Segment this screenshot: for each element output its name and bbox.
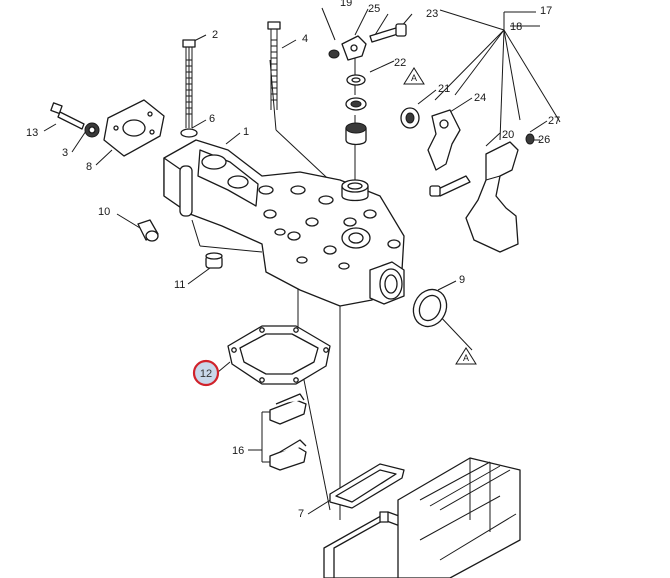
actuator-body [323, 457, 521, 578]
small-bolt-part-13 [50, 102, 85, 130]
callout-1: 1 [243, 126, 249, 138]
reference-marker-top-label: A [411, 73, 417, 83]
arm-part-27 [465, 141, 519, 253]
callout-18: 18 [510, 21, 522, 33]
leader-lines [43, 7, 561, 520]
pin-part-19 [328, 49, 340, 59]
valve-housing-part-1 [163, 139, 405, 307]
callout-19: 19 [340, 0, 352, 9]
highlighted-callout-12[interactable]: 12 [192, 359, 220, 387]
callout-7: 7 [298, 508, 304, 520]
bushing-upper [345, 97, 367, 111]
callout-13: 13 [26, 127, 38, 139]
callout-26: 26 [538, 134, 550, 146]
callout-16: 16 [232, 445, 244, 457]
callout-20: 20 [502, 129, 514, 141]
clip-parts-16 [269, 393, 307, 471]
callout-3: 3 [62, 147, 68, 159]
plug-part-10 [137, 219, 159, 242]
lever-part-25 [341, 35, 367, 61]
callout-2: 2 [212, 29, 218, 41]
callout-23: 23 [426, 8, 438, 20]
callout-9: 9 [459, 274, 465, 286]
callout-6: 6 [209, 113, 215, 125]
bolt-part-20 [429, 175, 471, 197]
callout-11: 11 [174, 279, 185, 291]
bolt-part-2 [182, 39, 196, 128]
bushing-lower [345, 122, 367, 146]
lower-gasket-part-7 [329, 463, 405, 509]
cap-part-11 [205, 252, 223, 269]
screw-part-23 [369, 23, 407, 43]
callout-21: 21 [438, 83, 450, 95]
callout-10: 10 [98, 206, 110, 218]
callout-22: 22 [394, 57, 406, 69]
callout-24: 24 [474, 92, 486, 104]
highlighted-callout-12-label: 12 [200, 368, 212, 380]
ring-part-21 [400, 107, 420, 129]
bolt-part-4 [267, 21, 281, 110]
washer-part-26 [525, 133, 535, 145]
gasket-part-12 [227, 325, 331, 385]
seal-ring-part-9 [412, 288, 448, 328]
callout-17: 17 [540, 5, 552, 17]
callout-8: 8 [86, 161, 92, 173]
callout-labels: 1 2 3 4 6 7 8 9 10 11 13 16 17 18 19 20 … [26, 0, 560, 520]
callout-4: 4 [302, 33, 308, 45]
callout-25: 25 [368, 3, 380, 15]
cover-plate-part-8 [103, 99, 165, 157]
washer-part-6 [180, 128, 198, 138]
reference-marker-bottom-label: A [463, 353, 469, 363]
lever-part-24 [427, 109, 461, 171]
reference-marker-top: A [403, 67, 425, 85]
reference-marker-bottom: A [455, 347, 477, 365]
callout-27: 27 [548, 115, 560, 127]
